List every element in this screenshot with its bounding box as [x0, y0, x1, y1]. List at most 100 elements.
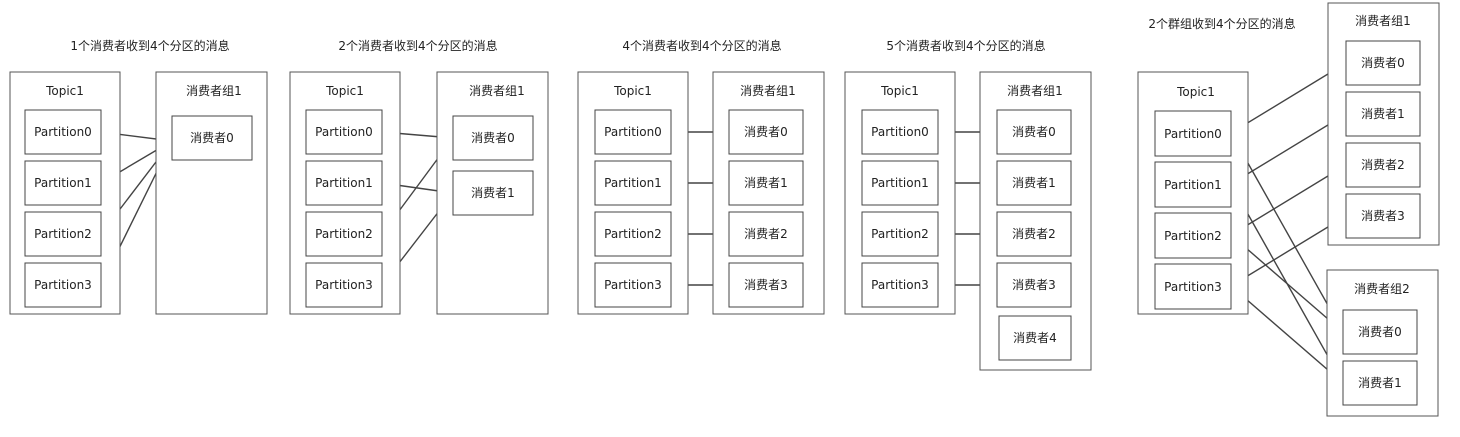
consumer-group-label: 消费者组2: [1354, 282, 1410, 296]
partition-box: [305, 211, 383, 257]
partition-label: Partition0: [34, 125, 92, 139]
partition-box: [305, 109, 383, 155]
consumer-label: 消费者0: [1361, 56, 1405, 70]
partition-box: [861, 109, 939, 155]
consumer-box: [998, 315, 1072, 361]
partition-label: Partition1: [604, 176, 662, 190]
panel-title: 4个消费者收到4个分区的消息: [622, 38, 781, 53]
consumer-label: 消费者1: [1358, 376, 1402, 390]
consumer-label: 消费者4: [1013, 331, 1057, 345]
consumer-group-label: 消费者组1: [740, 84, 796, 98]
consumer-label: 消费者0: [744, 125, 788, 139]
partition-to-consumer-arrow: [1230, 234, 1344, 333]
partition-box: [594, 262, 672, 308]
partition-label: Partition3: [34, 278, 92, 292]
partition-box: [861, 211, 939, 257]
partition-box: [1154, 110, 1232, 157]
partition-box: [24, 262, 102, 308]
partition-label: Partition2: [871, 227, 929, 241]
consumer-label: 消费者2: [1361, 158, 1405, 172]
consumer-box: [996, 211, 1072, 257]
partition-box: [594, 211, 672, 257]
partition-box: [305, 262, 383, 308]
partition-label: Partition3: [871, 278, 929, 292]
topic-label: Topic1: [1176, 85, 1215, 99]
panel-1: 1个消费者收到4个分区的消息 Topic1 消费者组1 Partition0 P…: [9, 38, 268, 315]
consumer-label: 消费者0: [1012, 125, 1056, 139]
consumer-group-container: [155, 71, 268, 315]
consumer-label: 消费者3: [744, 278, 788, 292]
panel-title: 5个消费者收到4个分区的消息: [886, 38, 1045, 53]
consumer-label: 消费者1: [471, 186, 515, 200]
partition-box: [305, 160, 383, 206]
panel-3: 4个消费者收到4个分区的消息 Topic1 消费者组1 Partition0 P…: [577, 38, 825, 315]
panel-title: 2个消费者收到4个分区的消息: [338, 38, 497, 53]
consumer-label: 消费者1: [1012, 176, 1056, 190]
consumer-label: 消费者1: [744, 176, 788, 190]
consumer-box: [452, 115, 534, 161]
consumer-box: [728, 262, 804, 308]
consumer-label: 消费者0: [471, 131, 515, 145]
consumer-label: 消费者3: [1012, 278, 1056, 292]
partition-label: Partition3: [315, 278, 373, 292]
partition-to-consumer-arrow: [1230, 215, 1347, 287]
partition-label: Partition1: [1164, 178, 1222, 192]
panel-title: 1个消费者收到4个分区的消息: [70, 38, 229, 53]
partition-to-consumer-arrow: [1230, 113, 1347, 185]
consumer-label: 消费者0: [190, 131, 234, 145]
consumer-box: [996, 109, 1072, 155]
consumer-label: 消费者1: [1361, 107, 1405, 121]
consumer-box: [1342, 360, 1418, 406]
consumer-label: 消费者0: [1358, 325, 1402, 339]
partition-to-consumer-arrow: [1230, 164, 1347, 236]
consumer-group-label: 消费者组1: [1355, 14, 1411, 28]
topic-label: Topic1: [45, 84, 84, 98]
partition-label: Partition0: [1164, 127, 1222, 141]
panel-2: 2个消费者收到4个分区的消息 Topic1 消费者组1 Partition0 P…: [289, 38, 549, 315]
panel-4: 5个消费者收到4个分区的消息 Topic1 消费者组1 Partition0 P…: [844, 38, 1092, 371]
partition-box: [1154, 263, 1232, 310]
partition-to-consumer-arrow: [1230, 132, 1344, 333]
partition-label: Partition3: [1164, 280, 1222, 294]
partition-label: Partition1: [315, 176, 373, 190]
consumer-box: [996, 160, 1072, 206]
partition-box: [861, 262, 939, 308]
partition-box: [1154, 212, 1232, 259]
consumer-group-label: 消费者组1: [469, 84, 525, 98]
partition-label: Partition2: [34, 227, 92, 241]
consumer-label: 消费者3: [1361, 209, 1405, 223]
topic-label: Topic1: [613, 84, 652, 98]
partition-label: Partition0: [315, 125, 373, 139]
partition-box: [594, 160, 672, 206]
partition-label: Partition1: [34, 176, 92, 190]
partition-box: [24, 109, 102, 155]
consumer-box: [1345, 142, 1421, 188]
consumer-group-label: 消费者组1: [186, 84, 242, 98]
topic-label: Topic1: [325, 84, 364, 98]
consumer-box: [728, 109, 804, 155]
partition-box: [1154, 161, 1232, 208]
consumer-box: [728, 160, 804, 206]
partition-to-consumer-arrow: [1230, 285, 1344, 384]
partition-to-consumer-arrow: [1230, 62, 1347, 134]
consumer-group-label: 消费者组1: [1007, 84, 1063, 98]
consumer-label: 消费者2: [1012, 227, 1056, 241]
consumer-box: [171, 115, 253, 161]
consumer-box: [452, 170, 534, 216]
partition-box: [861, 160, 939, 206]
consumer-label: 消费者2: [744, 227, 788, 241]
partition-box: [594, 109, 672, 155]
topic-label: Topic1: [880, 84, 919, 98]
panel-5: 2个群组收到4个分区的消息 Topic1 Partition0 Partitio…: [1137, 2, 1440, 417]
partition-label: Partition0: [871, 125, 929, 139]
partition-label: Partition2: [1164, 229, 1222, 243]
consumer-box: [1345, 91, 1421, 137]
consumer-box: [996, 262, 1072, 308]
partition-label: Partition3: [604, 278, 662, 292]
partition-box: [24, 160, 102, 206]
consumer-box: [1342, 309, 1418, 355]
partition-label: Partition0: [604, 125, 662, 139]
partition-label: Partition2: [315, 227, 373, 241]
consumer-box: [1345, 193, 1421, 239]
